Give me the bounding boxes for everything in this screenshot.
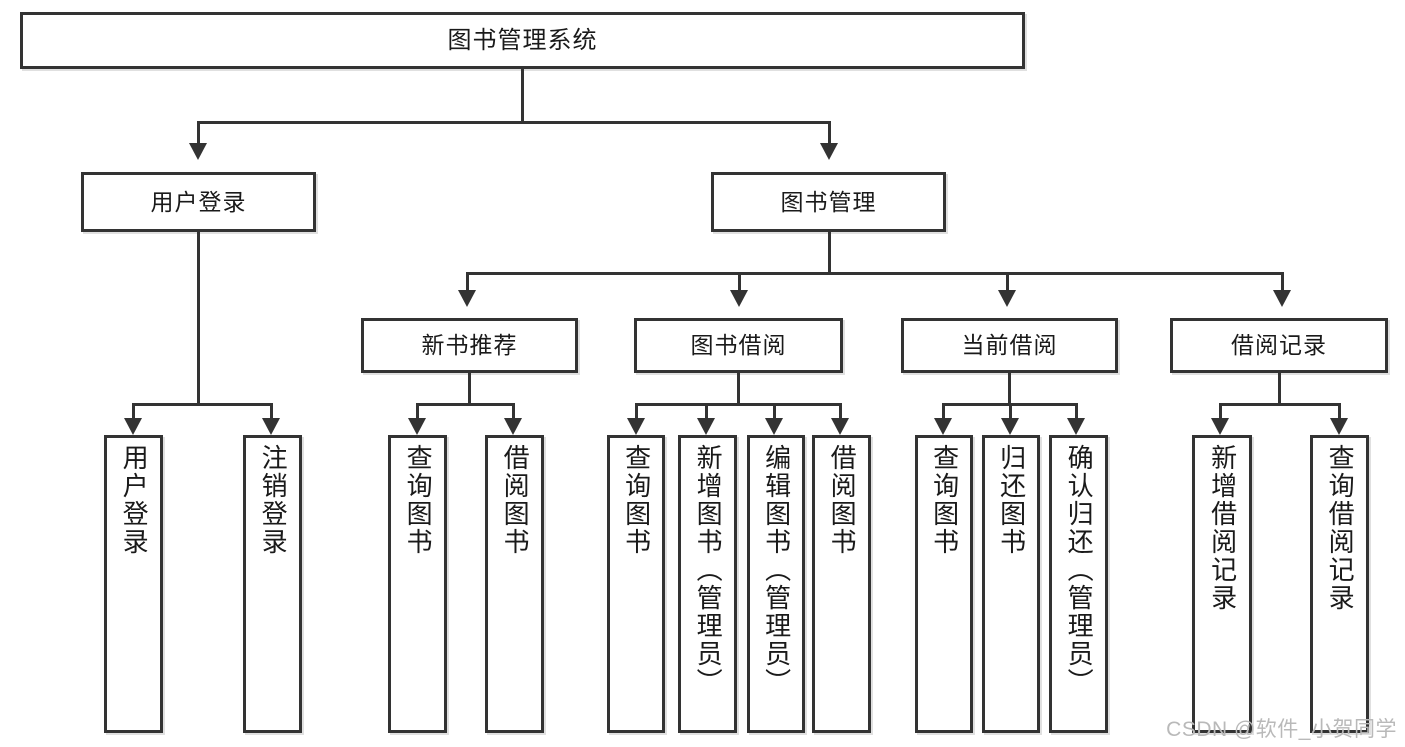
leaf-label: 新增借阅记录 xyxy=(1207,444,1238,612)
node-book-management[interactable]: 图书管理 xyxy=(711,172,946,232)
connector-nb-branch-2 xyxy=(512,403,515,418)
connector-br-branch-2 xyxy=(1338,403,1341,418)
node-book-management-system[interactable]: 图书管理系统 xyxy=(20,12,1025,69)
arrow-to-book-borrow xyxy=(730,290,748,307)
node-label: 图书管理 xyxy=(780,188,877,215)
connector-borrow-records-stem xyxy=(1278,373,1281,403)
leaf-label: 注销登录 xyxy=(258,444,289,556)
connector-bm-branch-3 xyxy=(1006,272,1009,290)
leaf-book-borrow-borrow-book[interactable]: 借阅图书 xyxy=(812,435,871,733)
connector-borrow-records-bus xyxy=(1219,403,1341,406)
connector-bm-branch-1 xyxy=(466,272,469,290)
connector-nb-branch-1 xyxy=(416,403,419,418)
node-label: 借阅记录 xyxy=(1231,332,1327,359)
node-label: 当前借阅 xyxy=(961,332,1058,359)
arrow-bb-to-edit-book xyxy=(765,418,783,435)
connector-new-book-bus xyxy=(416,403,515,406)
arrow-to-new-book-recommend xyxy=(458,290,476,307)
node-label: 图书管理系统 xyxy=(447,26,598,54)
arrow-to-leaf-user-login xyxy=(124,418,142,435)
connector-bb-branch-1 xyxy=(635,403,638,418)
connector-bb-branch-4 xyxy=(839,403,842,418)
arrow-bb-to-borrow-book xyxy=(831,418,849,435)
leaf-user-login[interactable]: 用户登录 xyxy=(104,435,163,733)
arrow-root-to-book-management xyxy=(820,143,838,160)
leaf-label: 查询图书 xyxy=(929,444,960,556)
leaf-logout[interactable]: 注销登录 xyxy=(243,435,302,733)
leaf-label: 借阅图书 xyxy=(500,444,531,556)
leaf-new-book-borrow-book[interactable]: 借阅图书 xyxy=(485,435,544,733)
leaf-label: 用户登录 xyxy=(119,444,150,556)
connector-book-borrow-bus xyxy=(635,403,841,406)
connector-book-borrow-stem xyxy=(737,373,740,403)
connector-br-branch-1 xyxy=(1219,403,1222,418)
arrow-nb-to-borrow-book xyxy=(504,418,522,435)
connector-user-login-bus xyxy=(132,403,273,406)
connector-bb-branch-3 xyxy=(773,403,776,418)
node-user-login[interactable]: 用户登录 xyxy=(81,172,316,232)
arrow-br-to-add-record xyxy=(1211,418,1229,435)
connector-user-login-branch-2 xyxy=(270,403,273,418)
leaf-label: 新增图书（管理员） xyxy=(693,444,724,696)
connector-book-management-bus xyxy=(466,272,1284,275)
leaf-current-borrow-return-book[interactable]: 归还图书 xyxy=(982,435,1040,733)
connector-cb-branch-2 xyxy=(1009,403,1012,418)
arrow-br-to-query-record xyxy=(1330,418,1348,435)
connector-bb-branch-2 xyxy=(705,403,708,418)
connector-root-bus xyxy=(197,121,831,124)
arrow-bb-to-query-book xyxy=(627,418,645,435)
leaf-new-book-query-book[interactable]: 查询图书 xyxy=(388,435,447,733)
leaf-label: 查询图书 xyxy=(403,444,434,556)
connector-new-book-stem xyxy=(468,373,471,403)
leaf-query-borrow-record[interactable]: 查询借阅记录 xyxy=(1310,435,1369,733)
arrow-cb-to-query-book xyxy=(934,418,952,435)
connector-current-borrow-stem xyxy=(1008,373,1011,403)
connector-root-to-user-login xyxy=(197,121,200,143)
connector-book-management-stem xyxy=(828,232,831,272)
node-label: 用户登录 xyxy=(150,188,247,215)
leaf-label: 查询图书 xyxy=(621,444,652,556)
connector-cb-branch-1 xyxy=(942,403,945,418)
leaf-label: 查询借阅记录 xyxy=(1325,444,1356,612)
connector-root-to-book-management xyxy=(828,121,831,143)
leaf-label: 编辑图书（管理员） xyxy=(761,444,792,696)
arrow-cb-to-confirm-return xyxy=(1067,418,1085,435)
connector-bm-branch-2 xyxy=(738,272,741,290)
connector-root-stem xyxy=(521,69,524,121)
arrow-to-current-borrow xyxy=(998,290,1016,307)
node-current-borrow[interactable]: 当前借阅 xyxy=(901,318,1118,373)
node-new-book-recommend[interactable]: 新书推荐 xyxy=(361,318,578,373)
arrow-bb-to-add-book xyxy=(697,418,715,435)
leaf-label: 借阅图书 xyxy=(827,444,858,556)
leaf-label: 确认归还（管理员） xyxy=(1064,444,1095,696)
node-label: 新书推荐 xyxy=(421,332,518,359)
arrow-to-leaf-logout xyxy=(262,418,280,435)
arrow-root-to-user-login xyxy=(189,143,207,160)
leaf-label: 归还图书 xyxy=(996,444,1027,556)
node-book-borrow[interactable]: 图书借阅 xyxy=(634,318,843,373)
connector-user-login-branch-1 xyxy=(132,403,135,418)
connector-bm-branch-4 xyxy=(1281,272,1284,290)
leaf-book-borrow-query-book[interactable]: 查询图书 xyxy=(607,435,665,733)
connector-user-login-stem xyxy=(197,232,200,403)
node-label: 图书借阅 xyxy=(690,332,787,359)
leaf-current-borrow-query-book[interactable]: 查询图书 xyxy=(915,435,973,733)
leaf-add-borrow-record[interactable]: 新增借阅记录 xyxy=(1192,435,1252,733)
arrow-nb-to-query-book xyxy=(408,418,426,435)
leaf-book-borrow-add-book[interactable]: 新增图书（管理员） xyxy=(678,435,737,733)
arrow-to-borrow-records xyxy=(1273,290,1291,307)
connector-cb-branch-3 xyxy=(1075,403,1078,418)
leaf-book-borrow-edit-book[interactable]: 编辑图书（管理员） xyxy=(747,435,805,733)
node-borrow-records[interactable]: 借阅记录 xyxy=(1170,318,1388,373)
leaf-current-borrow-confirm-return[interactable]: 确认归还（管理员） xyxy=(1049,435,1108,733)
arrow-cb-to-return-book xyxy=(1001,418,1019,435)
